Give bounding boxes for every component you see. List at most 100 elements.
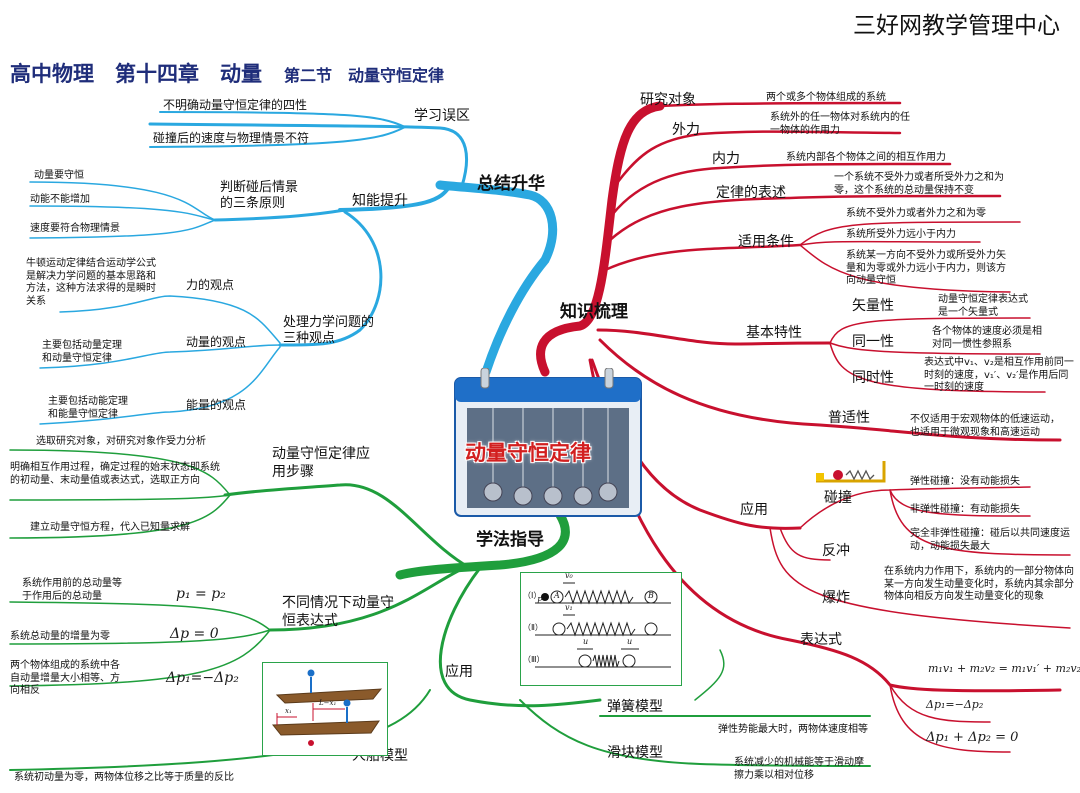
condition-3: 系统某一方向不受外力或所受外力矢量和为零或外力远小于内力，则该方向动量守恒 [846, 250, 1006, 286]
knowledge-trunk [536, 101, 665, 377]
explosion-label: 爆炸 [822, 590, 850, 606]
law-desc: 一个系统不受外力或者所受外力之和为零，这个系统的总动量保持不变 [834, 172, 1004, 196]
property-vector-label: 矢量性 [852, 298, 894, 314]
slider-model-desc: 系统减少的机械能等于滑动摩擦力乘以相对位移 [734, 757, 864, 781]
property-simultaneous-label: 同时性 [852, 370, 894, 386]
center-node: 动量守恒定律 [453, 367, 643, 518]
boat-diagram [271, 669, 383, 746]
collision-elastic: 弹性碰撞：没有动能损失 [910, 476, 1020, 487]
abilities-label: 知能提升 [352, 193, 408, 209]
collision-label: 碰撞 [824, 490, 852, 506]
viewpoint-momentum-desc: 主要包括动量定理和动量守恒定律 [42, 340, 122, 364]
organization-name: 三好网教学管理中心 [853, 13, 1060, 39]
pitfalls-item2 [149, 126, 406, 148]
boat-model-desc: 系统初动量为零，两物体位移之比等于质量的反比 [14, 772, 234, 783]
knowledge-branch-label: 知识梳理 [560, 302, 628, 322]
spring-velocity-v1: v₁ [565, 603, 573, 612]
viewpoints-to-momentum [39, 344, 281, 369]
boat-label-x1: x₁ [285, 707, 292, 715]
external-force-label: 外力 [672, 122, 700, 138]
expression-2: Δp₁=−Δp₂ [926, 698, 984, 711]
condition-2: 系统所受外力远小于内力 [846, 229, 956, 240]
viewpoint-energy-label: 能量的观点 [186, 398, 247, 412]
pitfalls-item1 [159, 111, 406, 128]
properties-branch [596, 328, 832, 346]
method-branch-label: 学法指导 [476, 530, 544, 550]
conservation-desc-2: 系统总动量的增量为零 [10, 631, 110, 642]
explosion-desc: 在系统内力作用下，系统内的一部分物体向某一方向发生动量变化时，系统内其余部分物体… [884, 566, 1074, 602]
summary-trunk [435, 180, 558, 377]
boat-label-lx1: L−x₁ [319, 699, 337, 707]
spring-body-b: B [648, 591, 654, 600]
research-object-desc: 两个或多个物体组成的系统 [766, 92, 886, 103]
universality-label: 普适性 [828, 410, 870, 426]
collision-principles-label: 判断碰后情景的三条原则 [220, 180, 299, 212]
page-title: 高中物理 第十四章 动量第二节 动量守恒定律 [10, 58, 444, 88]
viewpoint-momentum-label: 动量的观点 [186, 335, 247, 349]
collision-inelastic: 非弹性碰撞：有动能损失 [910, 504, 1020, 515]
collision-to-leaves [29, 181, 216, 221]
external-force-desc: 系统外的任一物体对系统内的任一物体的作用力 [770, 112, 910, 136]
viewpoints-to-energy [39, 346, 281, 425]
viewpoint-force-label: 力的观点 [186, 278, 235, 292]
property-vector-desc: 动量守恒定律表达式是一个矢量式 [938, 294, 1028, 318]
viewpoints-label: 处理力学问题的三种观点 [283, 315, 375, 347]
internal-force-label: 内力 [712, 151, 740, 167]
collision-perfectly-inelastic: 完全非弹性碰撞：碰后以共同速度运动，动能损失最大 [910, 528, 1070, 552]
expression-3: Δp₁ + Δp₂ = 0 [926, 730, 1019, 745]
conditions-label: 适用条件 [738, 234, 794, 250]
viewpoints-to-force [59, 295, 281, 344]
pitfalls-label: 学习误区 [414, 108, 470, 124]
expression-1: m₁v₁ + m₂v₂ = m₁v₁′ + m₂v₂′ [928, 662, 1080, 675]
step-3: 建立动量守恒方程，代入已知量求解 [30, 522, 190, 533]
property-simultaneous-desc: 表达式中v₁、v₂是相互作用前同一时刻的速度，v₁′、v₂′是作用后同一时刻的速… [924, 357, 1074, 393]
universality-branch [598, 338, 1062, 442]
universality-desc: 不仅适用于宏观物体的低速运动，也适用于微观现象和高速运动 [910, 414, 1060, 438]
slider-model-label: 滑块模型 [607, 745, 663, 761]
spring-row-2: （Ⅱ） [523, 623, 543, 632]
conservation-expressions-label: 不同情况下动量守恒表达式 [282, 595, 394, 629]
conservation-formula-3: Δp₁=−Δp₂ [166, 670, 239, 686]
method-trunk [395, 510, 570, 580]
research-object-label: 研究对象 [640, 92, 696, 108]
conservation-formula-2: Δp = 0 [170, 626, 219, 642]
spring-velocity-u1: u [583, 637, 589, 646]
summary-to-pitfalls [148, 122, 468, 188]
spring-body-p: P [537, 596, 543, 605]
collision-principle-3: 速度要符合物理情景 [30, 223, 120, 234]
collision-principle-1: 动量要守恒 [34, 170, 84, 181]
collision-principle-2: 动能不能增加 [30, 194, 90, 205]
step-1: 选取研究对象，对研究对象作受力分析 [36, 436, 206, 447]
abilities-to-viewpoints [278, 210, 383, 347]
conservation-formula-1: p₁ = p₂ [176, 586, 226, 602]
spring-model-desc: 弹性势能最大时，两物体速度相等 [718, 724, 868, 735]
internal-force-desc: 系统内部各个物体之间的相互作用力 [786, 152, 946, 163]
spring-velocity-v0: v₀ [565, 571, 573, 580]
conservation-desc-1: 系统作用前的总动量等于作用后的总动量 [22, 578, 122, 602]
pitfall-item-1: 不明确动量守恒定律的四性 [163, 98, 308, 112]
spring-velocity-u2: u [627, 637, 633, 646]
viewpoint-energy-desc: 主要包括动能定理和能量守恒定律 [48, 396, 128, 420]
step-2: 明确相互作用过程，确定过程的始末状态即系统的初动量、末动量值或表达式，选取正方向 [10, 462, 220, 486]
pitfall-item-2: 碰撞后的速度与物理情景不符 [153, 131, 310, 145]
viewpoint-force-desc: 牛顿运动定律结合运动学公式是解决力学问题的基本思路和方法，这种方法求得的是瞬时关… [26, 258, 156, 307]
center-label: 动量守恒定律 [465, 441, 591, 465]
expressions-label: 表达式 [800, 632, 842, 648]
spring-row-1: （Ⅰ） [523, 591, 542, 600]
properties-label: 基本特性 [746, 325, 802, 341]
calendar-badge-icon [454, 367, 642, 517]
conservation-desc-3: 两个物体组成的系统中各自动量增量大小相等、方向相反 [10, 660, 120, 696]
law-label: 定律的表述 [716, 185, 786, 201]
summary-to-abilities [338, 184, 452, 212]
boat-model-figure: x₁ L−x₁ [262, 662, 388, 756]
title-main: 高中物理 第十四章 动量 [10, 62, 262, 86]
abilities-to-collision [213, 208, 347, 222]
summary-branch-label: 总结升华 [477, 174, 545, 194]
spring-diagram [535, 582, 671, 668]
spring-model-label: 弹簧模型 [607, 699, 663, 715]
property-same-desc: 各个物体的速度必须是相对同一惯性参照系 [932, 326, 1042, 350]
application-label: 应用 [740, 502, 768, 518]
method-application-label: 应用 [445, 664, 473, 680]
